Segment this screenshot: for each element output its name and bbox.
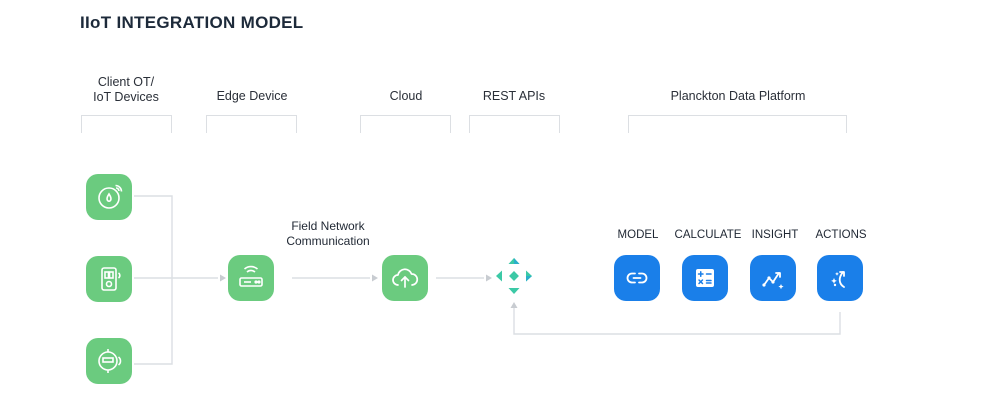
platform-step-actions	[817, 255, 863, 301]
arrow-head-feedback	[510, 302, 518, 308]
bracket-client	[81, 115, 172, 133]
platform-step-label-insight: INSIGHT	[751, 229, 799, 241]
platform-step-label-actions: ACTIONS	[815, 229, 867, 241]
rest-api-node	[494, 256, 534, 296]
calculator-icon	[696, 269, 714, 287]
cloud-upload-icon	[392, 268, 419, 288]
insight-chart-icon	[762, 272, 784, 290]
platform-step-model	[614, 255, 660, 301]
bracket-platform	[628, 115, 847, 133]
bracket-edge	[206, 115, 297, 133]
column-label-edge: Edge Device	[216, 89, 288, 103]
router-icon	[239, 265, 263, 287]
field-network-line1: Field Network	[291, 219, 365, 233]
device-power-meter	[86, 256, 132, 302]
column-label-cloud: Cloud	[389, 89, 423, 103]
platform-step-insight	[750, 255, 796, 301]
column-label-rest: REST APIs	[482, 89, 546, 103]
device-gauge-sensor	[86, 174, 132, 220]
power-meter-icon	[101, 267, 121, 291]
client-label-line2: IoT Devices	[93, 90, 159, 104]
feedback-loop-connector	[513, 306, 841, 335]
action-tap-icon	[831, 271, 845, 288]
api-arrows-icon	[496, 258, 532, 294]
device-flow-meter	[86, 338, 132, 384]
arrow-head-api	[486, 274, 492, 282]
bracket-cloud	[360, 115, 451, 133]
field-network-label: Field Network Communication	[268, 219, 388, 249]
edge-device-node	[228, 255, 274, 301]
platform-step-label-model: MODEL	[617, 229, 659, 241]
device1-connector	[134, 195, 173, 365]
bracket-rest	[469, 115, 560, 133]
client-label-line1: Client OT/	[97, 75, 155, 89]
flow-meter-icon	[98, 349, 122, 373]
gauge-sensor-icon	[98, 184, 123, 209]
column-label-platform: Planckton Data Platform	[670, 89, 806, 103]
column-label-client: Client OT/ IoT Devices	[80, 75, 172, 105]
arrow-head-edge	[220, 274, 226, 282]
platform-step-label-calculate: CALCULATE	[674, 229, 742, 241]
arrow-head-cloud	[372, 274, 378, 282]
cloud-node	[382, 255, 428, 301]
field-network-line2: Communication	[286, 234, 370, 248]
platform-step-calculate	[682, 255, 728, 301]
page-title: IIoT INTEGRATION MODEL	[80, 13, 304, 32]
link-icon	[626, 272, 648, 284]
